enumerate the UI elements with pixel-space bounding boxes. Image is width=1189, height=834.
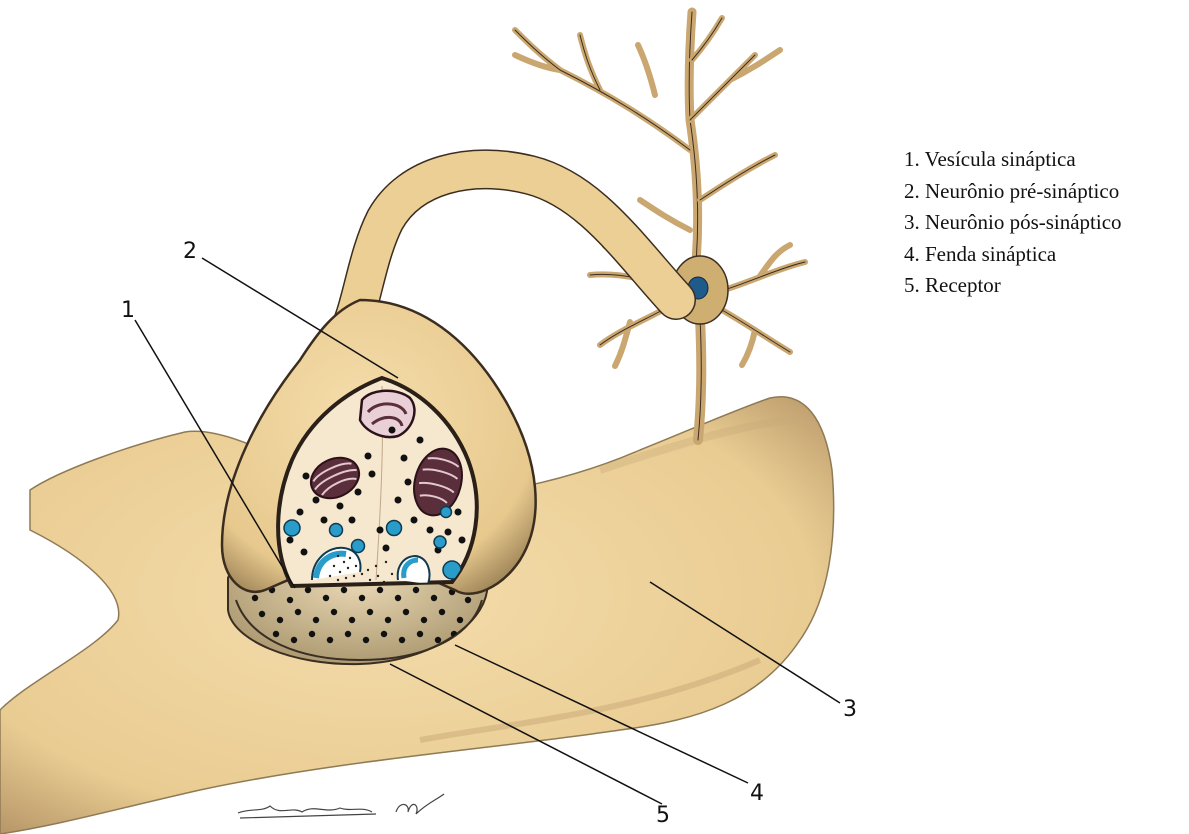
artist-signature [238, 794, 444, 818]
legend-item-4: 4. Fenda sináptica [904, 239, 1122, 271]
number-label-5: 5 [656, 803, 670, 828]
presynaptic-bouton [222, 300, 536, 594]
legend: 1. Vesícula sináptica 2. Neurônio pré-si… [904, 144, 1122, 302]
dendrite-trunk [689, 12, 697, 262]
legend-item-5: 5. Receptor [904, 270, 1122, 302]
number-label-4: 4 [750, 781, 764, 806]
number-label-2: 2 [183, 239, 197, 264]
number-label-3: 3 [843, 697, 857, 722]
legend-item-1: 1. Vesícula sináptica [904, 144, 1122, 176]
legend-item-3: 3. Neurônio pós-sináptico [904, 207, 1122, 239]
legend-item-2: 2. Neurônio pré-sináptico [904, 176, 1122, 208]
presynaptic-neuron [515, 12, 805, 440]
number-label-1: 1 [121, 298, 135, 323]
